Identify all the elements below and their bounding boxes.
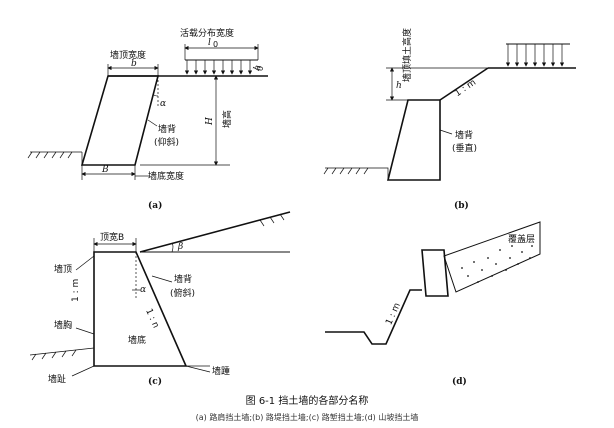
face-label-c: 墙胸 — [54, 319, 72, 331]
load-arrows-a — [184, 60, 253, 75]
cover-dots-d — [461, 239, 533, 283]
l0-label: l — [208, 38, 211, 48]
back-type-label-b: (垂直) — [452, 142, 477, 154]
B-label: B — [101, 165, 109, 175]
figure-title: 图 6-1 挡土墙的各部分名称 — [246, 394, 369, 407]
cover-label-d: 覆盖层 — [508, 233, 535, 245]
ground-hatch-c — [31, 349, 77, 361]
wall-body-b — [386, 99, 441, 181]
beta-label: β — [177, 242, 183, 252]
panel-c: β 顶宽B 墙顶 1 : m 墙胸 墙趾 α 墙背 (俯斜) — [29, 211, 291, 387]
l0-sub: 0 — [213, 40, 218, 49]
slope-back-label-c: 1 : n — [143, 307, 160, 330]
back-label-b: 墙背 — [455, 129, 473, 141]
figure-subtitle: (a) 路肩挡土墙;(b) 路堤挡土墙;(c) 路堑挡土墙;(d) 山坡挡土墙 — [196, 412, 419, 422]
h0-label: h — [252, 64, 263, 73]
back-label-c: 墙背 — [174, 273, 192, 285]
base-label-c: 墙底 — [128, 334, 146, 346]
panel-d-label: (d) — [452, 376, 467, 387]
slope-hatch-c — [259, 213, 285, 227]
top-width-label-c: 顶宽B — [100, 231, 124, 243]
hillside-line-d — [325, 289, 422, 345]
panel-b-label: (b) — [454, 200, 469, 211]
slope-front-label-c: 1 : m — [71, 279, 81, 302]
toe-label-c: 墙趾 — [48, 373, 66, 385]
back-type-label-a: (仰斜) — [154, 136, 179, 148]
live-load-width-label: 活载分布宽度 — [180, 27, 234, 39]
alpha-label-c: α — [140, 285, 146, 295]
top-width-label-a: 墙顶宽度 — [110, 49, 146, 61]
cut-slope-c — [139, 211, 291, 253]
fill-height-label: 墙顶填土高度 — [401, 28, 413, 82]
slope-label-b: 1 : m — [453, 78, 478, 99]
ground-hatch-b — [323, 167, 369, 175]
ground-line-c — [29, 347, 95, 356]
h-label: h — [396, 81, 402, 91]
panel-c-label: (c) — [148, 376, 162, 387]
panel-a-label: (a) — [148, 200, 162, 211]
panel-d: 覆盖层 1 : m (d) — [325, 221, 541, 387]
cover-layer-d — [443, 221, 541, 293]
back-label-a: 墙背 — [158, 123, 176, 135]
wall-body-a — [80, 75, 160, 166]
alpha-label-a: α — [160, 99, 166, 109]
heel-label-c: 墙踵 — [212, 365, 230, 377]
h0-sub: 0 — [255, 65, 265, 73]
top-label-c: 墙顶 — [54, 263, 72, 275]
ground-hatch-a — [27, 151, 73, 159]
wall-body-c — [93, 251, 188, 367]
load-arrows-b — [505, 44, 565, 67]
wall-body-d — [421, 249, 449, 297]
panel-a: 活载分布宽度 l 0 h 0 墙顶宽度 b α H 墙高 墙背 (仰斜) B 墙… — [27, 27, 268, 211]
back-type-label-c: (俯斜) — [170, 287, 195, 299]
bottom-width-label: 墙底宽度 — [148, 170, 184, 182]
panel-b: 1 : m h 墙顶填土高度 墙背 (垂直) (b) — [323, 28, 576, 211]
fill-slope-b — [439, 67, 489, 101]
ground-line-b — [325, 167, 389, 180]
H-label: H — [205, 117, 215, 126]
b-label: b — [131, 59, 137, 69]
wall-height-label: 墙高 — [221, 110, 233, 128]
